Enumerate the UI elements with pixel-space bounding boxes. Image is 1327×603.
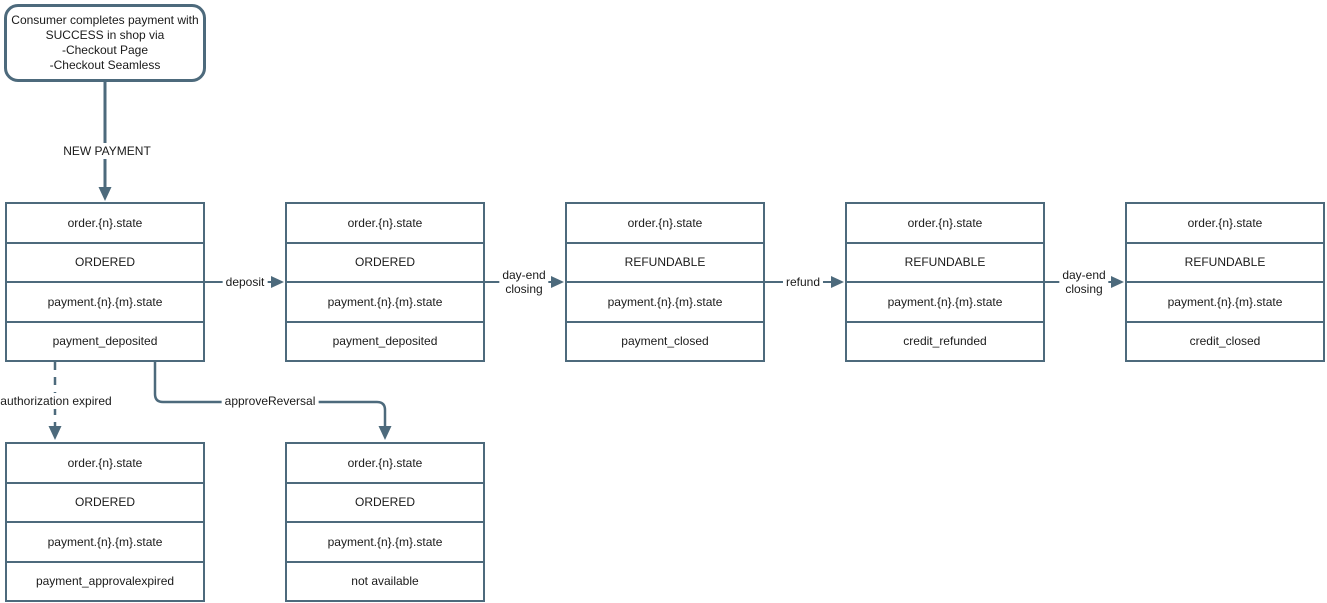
node-cell: order.{n}.state — [1127, 204, 1323, 244]
edge-label-authorization-expired: authorization expired — [0, 393, 115, 409]
node-cell: ORDERED — [7, 244, 203, 283]
edge-label-day-end-closing-1: day-end closing — [499, 267, 549, 297]
start-node-line: -Checkout Seamless — [49, 58, 161, 72]
node-cell: order.{n}.state — [567, 204, 763, 244]
node-cell: payment_deposited — [52, 334, 158, 349]
state-node-ordered-deposited-2: order.{n}.state ORDERED payment.{n}.{m}.… — [285, 202, 485, 362]
start-node-line: SUCCESS in shop via — [45, 28, 165, 42]
state-node-ordered-approvalexpired: order.{n}.state ORDERED payment.{n}.{m}.… — [5, 442, 205, 602]
node-cell: payment.{n}.{m}.state — [567, 283, 763, 323]
edge-day-end-closing-2-arrowhead — [1111, 276, 1124, 288]
edge-label-refund: refund — [782, 274, 824, 290]
edge-approve-reversal-arrowhead — [378, 426, 392, 440]
edge-label-line: day-end — [502, 268, 546, 282]
edge-label-line: closing — [505, 282, 543, 296]
edge-label-day-end-closing-2: day-end closing — [1059, 267, 1109, 297]
edge-authorization-expired-arrowhead — [48, 426, 62, 440]
node-cell: ORDERED — [287, 244, 483, 283]
state-node-ordered-deposited-1: order.{n}.state ORDERED payment.{n}.{m}.… — [5, 202, 205, 362]
edge-deposit-arrowhead — [271, 276, 284, 288]
start-node-line: Consumer completes payment with — [11, 13, 199, 27]
edge-label-approve-reversal: approveReversal — [221, 393, 319, 409]
node-cell: payment_deposited — [332, 334, 438, 349]
node-cell: credit_refunded — [903, 334, 987, 349]
node-cell: payment.{n}.{m}.state — [287, 283, 483, 323]
node-cell: payment.{n}.{m}.state — [7, 523, 203, 563]
node-cell: payment_approvalexpired — [35, 574, 175, 589]
node-cell: order.{n}.state — [847, 204, 1043, 244]
node-cell: payment_closed — [621, 334, 709, 349]
node-cell: ORDERED — [287, 484, 483, 523]
node-cell: order.{n}.state — [7, 204, 203, 244]
node-cell: not available — [351, 574, 419, 589]
state-node-refundable-closed: order.{n}.state REFUNDABLE payment.{n}.{… — [565, 202, 765, 362]
node-cell: order.{n}.state — [287, 444, 483, 484]
node-cell: payment.{n}.{m}.state — [847, 283, 1043, 323]
node-cell: payment.{n}.{m}.state — [287, 523, 483, 563]
edge-refund-arrowhead — [831, 276, 844, 288]
node-cell: ORDERED — [7, 484, 203, 523]
state-node-ordered-not-available: order.{n}.state ORDERED payment.{n}.{m}.… — [285, 442, 485, 602]
edge-label-new-payment: NEW PAYMENT — [60, 143, 154, 159]
node-cell: REFUNDABLE — [847, 244, 1043, 283]
node-cell: REFUNDABLE — [567, 244, 763, 283]
node-cell: order.{n}.state — [287, 204, 483, 244]
node-cell: order.{n}.state — [7, 444, 203, 484]
node-cell: payment.{n}.{m}.state — [7, 283, 203, 323]
edge-day-end-closing-1-arrowhead — [551, 276, 564, 288]
start-node-line: -Checkout Page — [61, 43, 149, 57]
state-node-refundable-refunded: order.{n}.state REFUNDABLE payment.{n}.{… — [845, 202, 1045, 362]
node-cell: REFUNDABLE — [1127, 244, 1323, 283]
edge-new-payment-arrowhead — [98, 187, 112, 201]
node-cell: payment.{n}.{m}.state — [1127, 283, 1323, 323]
state-node-refundable-credit-closed: order.{n}.state REFUNDABLE payment.{n}.{… — [1125, 202, 1325, 362]
edge-label-line: day-end — [1062, 268, 1106, 282]
start-node: Consumer completes payment with SUCCESS … — [4, 4, 206, 82]
edge-label-deposit: deposit — [222, 274, 268, 290]
edge-label-line: closing — [1065, 282, 1103, 296]
node-cell: credit_closed — [1189, 334, 1261, 349]
